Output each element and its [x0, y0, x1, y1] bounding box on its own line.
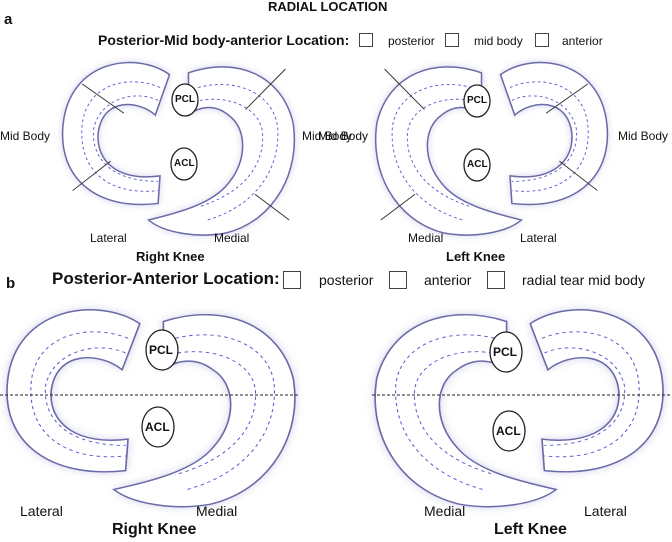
acl-oval-b-left [492, 410, 526, 452]
a-left-bottom-right-label: Lateral [520, 231, 557, 245]
option-b-radial-tear-mid-body: radial tear mid body [522, 272, 645, 288]
option-a-anterior: anterior [562, 34, 603, 48]
medial-meniscus [147, 66, 296, 236]
option-b-anterior: anterior [424, 272, 472, 288]
checkbox-b-radial-tear-mid-body[interactable] [487, 271, 505, 289]
pcl-oval-b-right [145, 329, 179, 371]
acl-oval-a-left [463, 148, 491, 182]
panel-b-question: Posterior-Anterior Location: [52, 269, 280, 288]
a-right-pcl-label: PCL [175, 94, 195, 105]
a-right-side-right-label: Mid Body [302, 129, 353, 143]
checkbox-b-anterior[interactable] [389, 271, 407, 289]
panel-b-letter: b [6, 275, 16, 292]
panel-a-right-knee-diagram [61, 61, 296, 236]
acl-oval-a-right [170, 147, 198, 181]
checkbox-a-mid-body[interactable] [445, 33, 459, 47]
option-a-posterior: posterior [388, 34, 435, 48]
a-left-knee-title: Left Knee [446, 249, 506, 264]
a-left-bottom-left-label: Medial [408, 231, 444, 245]
a-right-bottom-left-label: Lateral [90, 231, 127, 245]
b-left-pcl-label: PCL [493, 345, 517, 359]
checkbox-b-posterior[interactable] [283, 271, 301, 289]
a-right-acl-label: ACL [174, 158, 195, 169]
checkbox-a-anterior[interactable] [535, 33, 549, 47]
a-right-bottom-right-label: Medial [214, 231, 250, 245]
b-right-pcl-label: PCL [149, 343, 173, 357]
a-right-knee-title: Right Knee [136, 249, 205, 264]
diagram-title: RADIAL LOCATION [268, 0, 388, 14]
b-left-bottom-right-label: Lateral [584, 503, 627, 519]
pcl-oval-a-left [463, 84, 491, 118]
a-left-side-left-label: Mid Body [318, 129, 369, 143]
panel-a-question: Posterior-Mid body-anterior Location: [98, 32, 350, 48]
b-left-knee-title: Left Knee [494, 521, 567, 538]
panel-b-right-knee-diagram [6, 308, 296, 508]
panel-a-letter: a [4, 11, 13, 28]
b-right-bottom-left-label: Lateral [20, 503, 63, 519]
b-left-bottom-left-label: Medial [424, 503, 466, 519]
lateral-meniscus [61, 61, 171, 206]
pcl-oval-b-left [489, 331, 523, 373]
pcl-oval-a-right [171, 83, 199, 117]
b-right-bottom-right-label: Medial [196, 503, 238, 519]
b-right-acl-label: ACL [145, 420, 170, 434]
a-left-side-right-label: Mid Body [618, 129, 669, 143]
a-right-side-left-label: Mid Body [0, 129, 51, 143]
option-b-posterior: posterior [319, 272, 374, 288]
b-right-knee-title: Right Knee [112, 521, 197, 538]
b-left-acl-label: ACL [496, 424, 521, 438]
a-left-acl-label: ACL [467, 159, 488, 170]
acl-oval-b-right [141, 406, 175, 448]
a-left-pcl-label: PCL [467, 95, 487, 106]
panel-a-left-knee-diagram [374, 61, 609, 236]
option-a-mid-body: mid body [474, 34, 523, 48]
panel-b-left-knee-diagram [374, 308, 664, 508]
checkbox-a-posterior[interactable] [359, 33, 373, 47]
